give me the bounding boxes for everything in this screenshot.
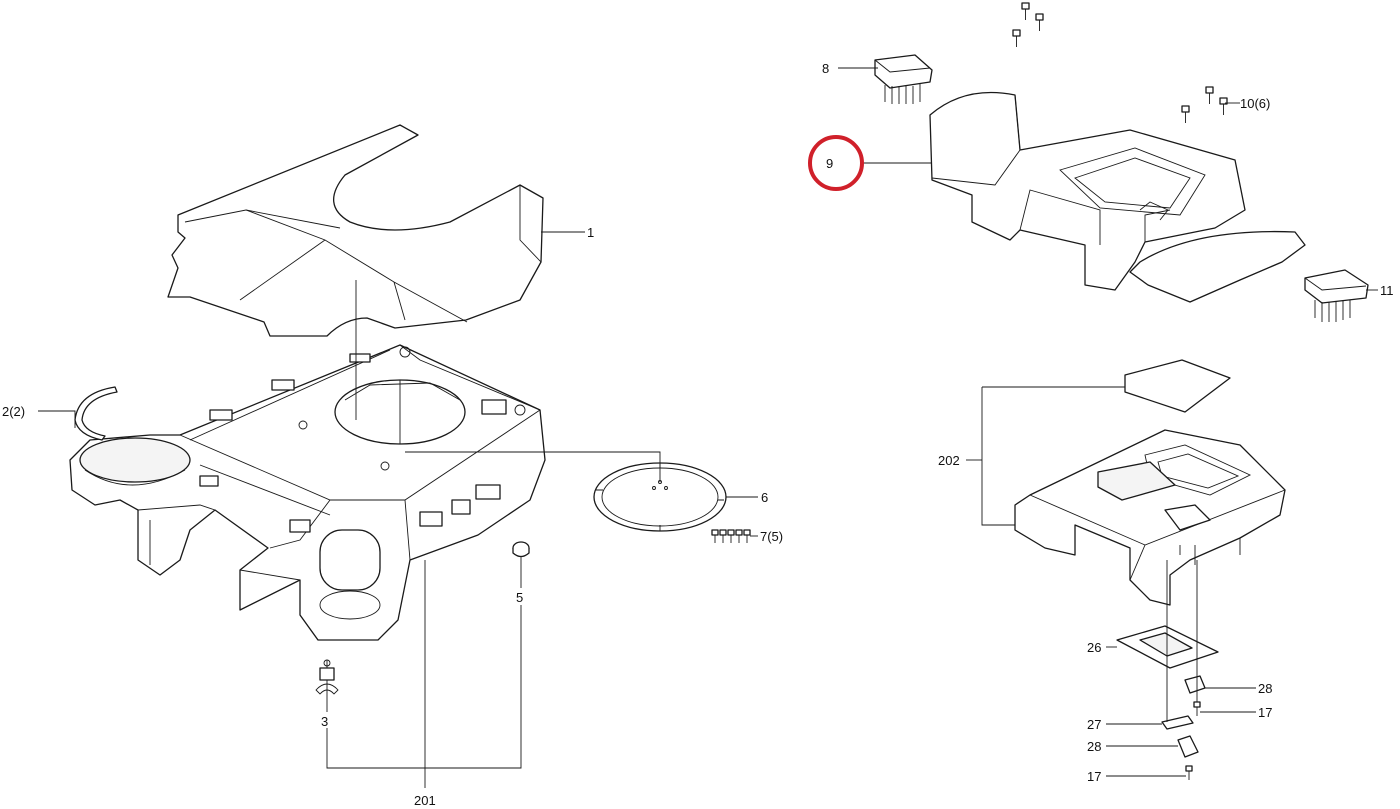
- top-cover-part[interactable]: [167, 124, 544, 337]
- screw-17-upper-part[interactable]: [1193, 701, 1201, 716]
- callout-3[interactable]: 3: [321, 714, 328, 729]
- callout-7[interactable]: 7(5): [760, 529, 783, 544]
- chassis-part[interactable]: [69, 344, 546, 641]
- callout-2[interactable]: 2(2): [2, 404, 25, 419]
- clip-28-upper-part[interactable]: [1184, 675, 1206, 694]
- callout-9[interactable]: 9: [826, 156, 833, 171]
- callout-6[interactable]: 6: [761, 490, 768, 505]
- knob-part[interactable]: [512, 541, 530, 558]
- bumper-assembly-9-part[interactable]: [929, 91, 1306, 303]
- gasket-plate-26-part[interactable]: [1116, 625, 1219, 669]
- screws-10-part[interactable]: [1012, 2, 1228, 123]
- highlight-circle: [808, 135, 864, 191]
- callout-1[interactable]: 1: [587, 225, 594, 240]
- callout-28-lower[interactable]: 28: [1087, 739, 1101, 754]
- cable-tie-part[interactable]: [74, 386, 118, 441]
- brush-block-11-part[interactable]: [1304, 269, 1369, 322]
- callout-5[interactable]: 5: [516, 590, 523, 605]
- leader-lines: [38, 67, 1378, 788]
- brush-block-8-part[interactable]: [874, 54, 933, 104]
- callout-8[interactable]: 8: [822, 61, 829, 76]
- callout-201[interactable]: 201: [414, 793, 436, 808]
- callout-28-upper[interactable]: 28: [1258, 681, 1272, 696]
- screws-7-part[interactable]: [711, 529, 751, 543]
- callout-11[interactable]: 11: [1380, 283, 1394, 298]
- callout-17-lower[interactable]: 17: [1087, 769, 1101, 784]
- screw-17-lower-part[interactable]: [1185, 765, 1193, 780]
- control-housing-202-part[interactable]: [1014, 359, 1286, 606]
- bracket-27-part[interactable]: [1161, 715, 1194, 730]
- disc-plate-part[interactable]: [593, 462, 727, 532]
- wire-clip-part[interactable]: [315, 659, 339, 700]
- callout-26[interactable]: 26: [1087, 640, 1101, 655]
- clip-28-lower-part[interactable]: [1177, 735, 1199, 758]
- callout-27[interactable]: 27: [1087, 717, 1101, 732]
- callout-10[interactable]: 10(6): [1240, 96, 1270, 111]
- callout-202[interactable]: 202: [938, 453, 960, 468]
- callout-labels: 1 2(2) 3 5 6 7(5) 8 9 10(6) 11 202 26 27…: [2, 61, 1394, 808]
- callout-17-upper[interactable]: 17: [1258, 705, 1272, 720]
